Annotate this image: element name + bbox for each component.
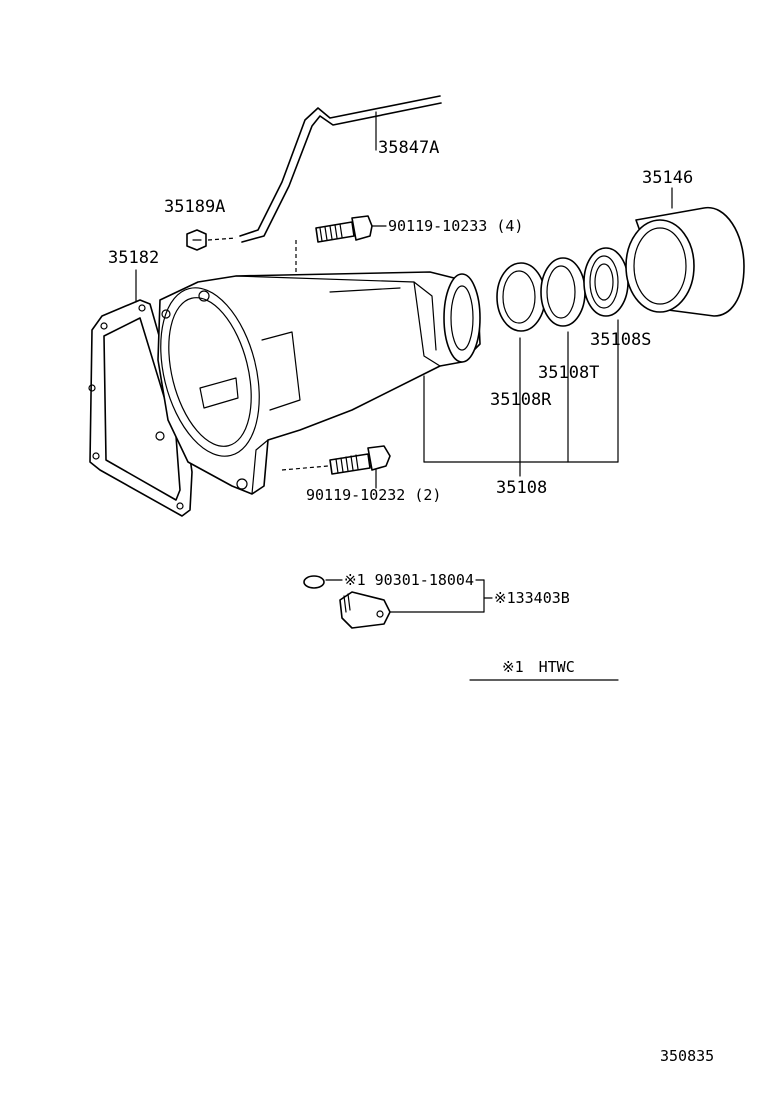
label-35146: 35146: [642, 168, 694, 188]
breather-tube-35847A: [239, 95, 442, 243]
label-35108T: 35108T: [538, 363, 600, 383]
bracket-35108: [423, 319, 619, 477]
label-35108R: 35108R: [490, 390, 552, 410]
plug-33403B: [339, 591, 485, 629]
seal-35108S: [583, 247, 629, 317]
label-35108S: 35108S: [590, 330, 652, 350]
label-90301-18004: ※1 90301-18004: [344, 571, 474, 589]
bolt-90119-10233: [295, 215, 387, 340]
label-90119-10232: 90119-10232 (2): [306, 486, 442, 504]
label-35189A: 35189A: [164, 197, 226, 217]
label-90119-10233: 90119-10233 (4): [388, 217, 524, 235]
o-ring-90301-18004: [303, 575, 343, 589]
diagram-code: 350835: [660, 1047, 715, 1065]
seal-35108T: [540, 257, 586, 327]
label-35108: 35108: [496, 478, 548, 498]
label-35847A: 35847A: [378, 138, 440, 158]
bolt-90119-10232: [281, 445, 391, 489]
extension-housing: [155, 271, 481, 495]
dust-boot-35146: [625, 187, 745, 317]
label-33403B: ※133403B: [494, 589, 570, 607]
seal-35108R: [496, 262, 546, 332]
label-35182: 35182: [108, 248, 160, 268]
note-htwc: ※1 HTWC: [502, 658, 575, 676]
nut-35189A: [186, 229, 237, 251]
bracket-33403B: [475, 579, 493, 613]
